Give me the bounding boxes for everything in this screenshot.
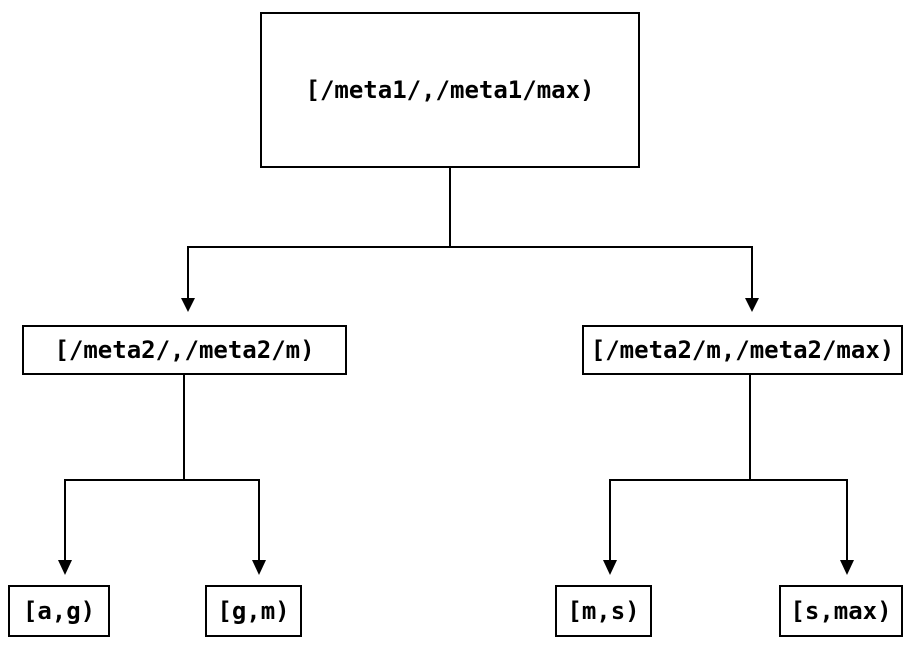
- tree-node-leaf-a-g: [a,g): [8, 585, 110, 637]
- tree-node-leaf-m-s: [m,s): [555, 585, 652, 637]
- tree-node-leaf-g-m: [g,m): [205, 585, 302, 637]
- tree-node-level1-right: [/meta2/m,/meta2/max): [582, 325, 903, 375]
- tree-node-level1-left: [/meta2/,/meta2/m): [22, 325, 347, 375]
- arrowhead-down-icon: [840, 560, 854, 575]
- arrowhead-down-icon: [745, 298, 759, 312]
- arrowhead-down-icon: [252, 560, 266, 575]
- arrowhead-down-icon: [58, 560, 72, 575]
- tree-node-leaf-s-max: [s,max): [779, 585, 903, 637]
- arrowhead-down-icon: [603, 560, 617, 575]
- arrowhead-down-icon: [181, 298, 195, 312]
- tree-node-root: [/meta1/,/meta1/max): [260, 12, 640, 168]
